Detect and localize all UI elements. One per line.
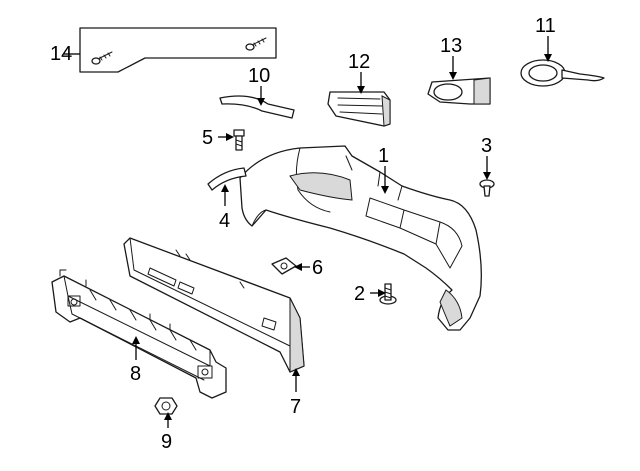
callout-8: 8 bbox=[130, 363, 141, 385]
screw-icon bbox=[91, 51, 113, 65]
screw-icon bbox=[245, 37, 267, 51]
callout-10: 10 bbox=[248, 65, 270, 87]
part-14-screw-kit bbox=[79, 27, 277, 73]
part-10-strip bbox=[219, 95, 295, 119]
part-13-bezel bbox=[427, 77, 491, 105]
callout-2: 2 bbox=[354, 283, 365, 305]
callout-7: 7 bbox=[290, 396, 301, 418]
callout-6: 6 bbox=[312, 257, 323, 279]
part-4-bracket bbox=[207, 167, 247, 191]
part-12-reflector bbox=[327, 91, 391, 127]
callout-12: 12 bbox=[348, 51, 370, 73]
part-5-bolt bbox=[233, 129, 245, 151]
callout-4: 4 bbox=[219, 210, 230, 232]
callout-labels: 14 10 12 13 11 5 1 3 4 6 2 7 8 9 bbox=[50, 15, 556, 453]
part-2-bolt bbox=[379, 283, 397, 305]
callout-14: 14 bbox=[50, 43, 72, 65]
callout-11: 11 bbox=[535, 15, 556, 37]
part-1-bumper-cover bbox=[239, 145, 482, 331]
part-9-nut bbox=[154, 397, 178, 415]
leader-lines bbox=[64, 36, 552, 428]
callout-13: 13 bbox=[440, 35, 462, 57]
callout-9: 9 bbox=[161, 431, 172, 453]
part-6-clip-nut bbox=[271, 257, 297, 275]
callout-5: 5 bbox=[202, 127, 213, 149]
callout-3: 3 bbox=[481, 135, 492, 157]
part-7-absorber bbox=[123, 237, 305, 373]
callout-1: 1 bbox=[378, 145, 389, 167]
part-3-push-pin bbox=[479, 179, 495, 197]
part-11-fog-lamp bbox=[520, 59, 605, 87]
